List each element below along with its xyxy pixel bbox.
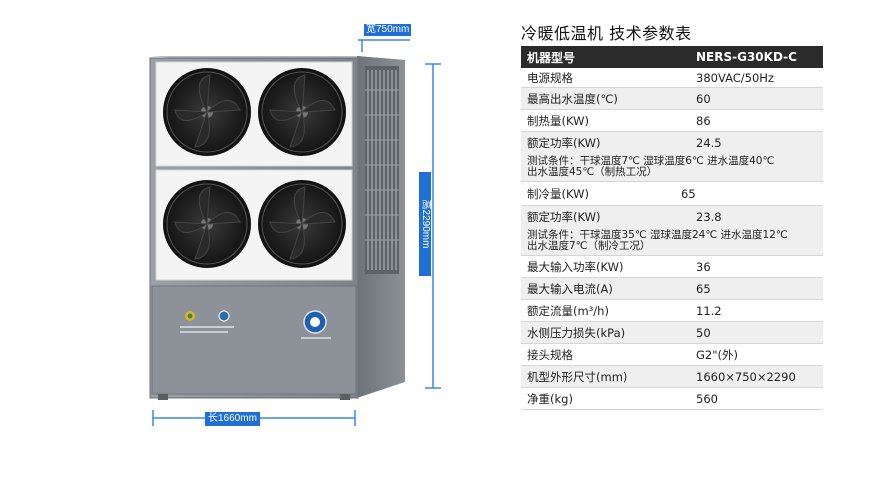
spec-header-value: NERS-G30KD-C — [696, 50, 797, 64]
spec-value: 65 — [696, 281, 711, 296]
spec-key: 水侧压力损失(kPa) — [527, 325, 626, 340]
spec-key: 额定功率(KW) — [527, 210, 601, 224]
spec-key: 制热量(KW) — [527, 113, 589, 128]
spec-value: 36 — [696, 259, 711, 274]
spec-value: 11.2 — [696, 303, 722, 318]
side-coil-grille — [365, 66, 399, 274]
spec-key: 最高出水温度(℃) — [527, 91, 618, 106]
spec-key: 接头规格 — [527, 347, 573, 362]
fan-top-left — [163, 68, 251, 156]
spec-key: 额定流量(m³/h) — [527, 303, 609, 318]
spec-key: 净重(kg) — [527, 391, 573, 406]
spec-note-line: 测试条件：干球温度35℃ 湿球温度24℃ 进水温度12℃ — [527, 229, 788, 241]
spec-value: 60 — [696, 91, 711, 106]
spec-value: 380VAC/50Hz — [696, 70, 774, 85]
width-dimension-label: 宽750mm — [364, 24, 412, 36]
spec-value: 23.8 — [696, 210, 722, 224]
spec-value: 50 — [696, 325, 711, 340]
length-dimension-label: 长1660mm — [205, 412, 260, 426]
spec-row: 额定流量(m³/h) 11.2 — [521, 300, 823, 322]
spec-test-condition-heating: 测试条件：干球温度7℃ 湿球温度6℃ 进水温度40℃ 出水温度45℃（制热工况） — [521, 154, 823, 182]
fan-bottom-left — [163, 180, 251, 268]
spec-value: 24.5 — [696, 136, 722, 150]
spec-header-row: 机器型号 NERS-G30KD-C — [521, 46, 823, 68]
certification-seal — [301, 310, 331, 339]
spec-row: 机型外形尺寸(mm) 1660×750×2290 — [521, 366, 823, 388]
spec-row: 最大输入功率(KW) 36 — [521, 256, 823, 278]
spec-row: 额定功率(KW) 24.5 — [521, 132, 823, 154]
brand-logo-mark — [180, 310, 234, 333]
height-dimension-label: 高2290mm — [419, 172, 431, 276]
fan-bottom-right — [258, 180, 346, 268]
spec-key: 机型外形尺寸(mm) — [527, 369, 628, 384]
spec-value: G2"(外) — [696, 347, 738, 362]
spec-row: 最高出水温度(℃) 60 — [521, 88, 823, 110]
spec-key: 制冷量(KW) — [527, 186, 589, 201]
spec-row: 制冷量(KW) 65 — [521, 182, 823, 206]
product-illustration: 宽750mm 高2290mm 长1660mm — [149, 24, 441, 426]
spec-row: 电源规格 380VAC/50Hz — [521, 68, 823, 88]
spec-note-line: 出水温度45℃（制热工况） — [527, 166, 658, 178]
spec-row: 水侧压力损失(kPa) 50 — [521, 322, 823, 344]
heat-pump-unit-drawing — [149, 39, 441, 426]
spec-row: 额定功率(KW) 23.8 — [521, 206, 823, 228]
spec-key: 电源规格 — [527, 70, 573, 85]
spec-test-condition-cooling: 测试条件：干球温度35℃ 湿球温度24℃ 进水温度12℃ 出水温度7℃（制冷工况… — [521, 228, 823, 256]
spec-key: 额定功率(KW) — [527, 136, 601, 150]
spec-value: 1660×750×2290 — [696, 369, 796, 384]
spec-row: 净重(kg) 560 — [521, 388, 823, 410]
spec-row: 制热量(KW) 86 — [521, 110, 823, 132]
spec-row: 接头规格 G2"(外) — [521, 344, 823, 366]
fan-top-right — [258, 68, 346, 156]
spec-value: 86 — [696, 113, 711, 128]
spec-note-line: 出水温度7℃（制冷工况） — [527, 240, 651, 252]
spec-table: 冷暖低温机 技术参数表 机器型号 NERS-G30KD-C 电源规格 380VA… — [521, 22, 823, 410]
spec-key: 最大输入功率(KW) — [527, 259, 624, 274]
spec-note-line: 测试条件：干球温度7℃ 湿球温度6℃ 进水温度40℃ — [527, 155, 775, 167]
spec-header-key: 机器型号 — [527, 50, 576, 65]
spec-value: 65 — [681, 186, 696, 201]
spec-title: 冷暖低温机 技术参数表 — [521, 24, 692, 43]
spec-row: 最大输入电流(A) 65 — [521, 278, 823, 300]
spec-key: 最大输入电流(A) — [527, 281, 613, 296]
spec-value: 560 — [696, 391, 718, 406]
